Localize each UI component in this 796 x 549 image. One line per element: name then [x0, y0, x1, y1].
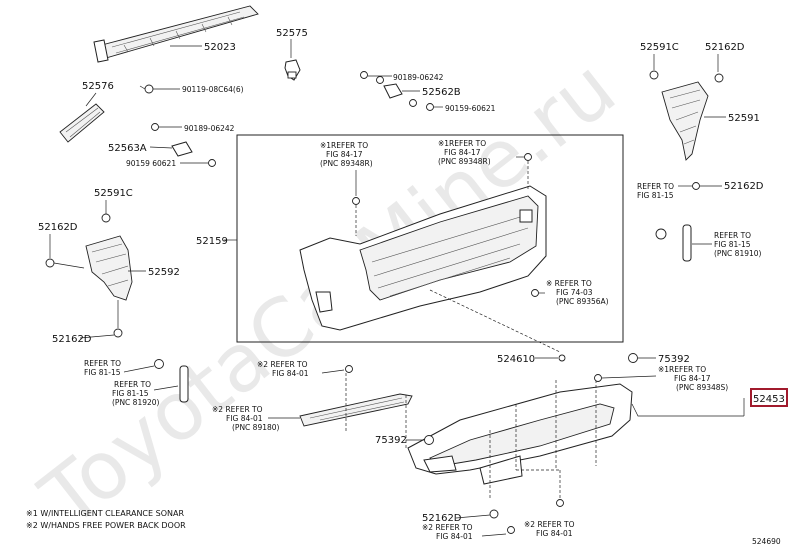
refer-note-fig81-15-b-line1[interactable]: REFER TO — [714, 231, 751, 240]
refer-note-fig84-01-c-line1[interactable]: ※2 REFER TO — [422, 523, 473, 532]
refer-note-fig81-15-c-line1[interactable]: REFER TO — [84, 359, 121, 368]
reflector-right — [655, 224, 692, 262]
refer-note-fig74-03-line2[interactable]: FIG 74-03 — [556, 288, 593, 297]
refer-note-fig84-01-b-line1[interactable]: ※2 REFER TO — [212, 405, 263, 414]
refer-note-fig81-15-c-line2[interactable]: FIG 81-15 — [84, 368, 121, 377]
refer-note-fig84-17-a-line1[interactable]: ※1REFER TO — [320, 141, 368, 150]
part-label-52162D-e[interactable]: 52162D — [422, 513, 462, 524]
refer-note-fig84-17-b-line2[interactable]: FIG 84-17 — [444, 148, 481, 157]
part-label-52592[interactable]: 52592 — [148, 267, 180, 278]
fastener-group-top — [360, 71, 434, 111]
refer-note-fig84-01-d-line1[interactable]: ※2 REFER TO — [524, 520, 575, 529]
refer-note-fig74-03-line3[interactable]: (PNC 89356A) — [556, 297, 609, 306]
part-label-52591C-b[interactable]: 52591C — [94, 188, 133, 199]
part-sensor-bar — [299, 393, 413, 427]
part-52563A-clip — [151, 123, 216, 167]
part-label-90159-60621-b[interactable]: 90159 60621 — [126, 159, 176, 168]
refer-note-fig84-01-d-line2[interactable]: FIG 84-01 — [536, 529, 573, 538]
part-label-52591C-a[interactable]: 52591C — [640, 42, 679, 53]
reflector-left — [179, 365, 189, 403]
bumper-cover-detail-box — [236, 134, 624, 343]
part-label-52575[interactable]: 52575 — [276, 28, 308, 39]
refer-note-fig81-15-d-line1[interactable]: REFER TO — [114, 380, 151, 389]
part-label-52563A[interactable]: 52563A — [108, 143, 147, 154]
part-label-90119-08C64[interactable]: 90119-08C64(6) — [182, 85, 244, 94]
footnote-2: ※2 W/HANDS FREE POWER BACK DOOR — [26, 521, 186, 530]
refer-note-fig81-15-d-line2[interactable]: FIG 81-15 — [112, 389, 149, 398]
refer-note-fig81-15-b-line2[interactable]: FIG 81-15 — [714, 240, 751, 249]
part-label-52576[interactable]: 52576 — [82, 81, 114, 92]
part-label-52162D-c[interactable]: 52162D — [38, 222, 78, 233]
part-label-52162D-d[interactable]: 52162D — [52, 334, 92, 345]
part-label-75392-a[interactable]: 75392 — [658, 354, 690, 365]
refer-note-fig84-01-b-line3[interactable]: (PNC 89180) — [232, 423, 280, 432]
refer-note-fig81-15-a-line2[interactable]: FIG 81-15 — [637, 191, 674, 200]
refer-note-fig84-01-a-line2[interactable]: FIG 84-01 — [272, 369, 309, 378]
refer-note-fig81-15-a[interactable]: REFER TO — [637, 182, 674, 191]
part-label-90189-06242-b[interactable]: 90189-06242 — [184, 124, 235, 133]
part-label-90159-60621-a[interactable]: 90159-60621 — [445, 104, 496, 113]
part-52576-bracket — [59, 103, 105, 143]
part-label-52453[interactable]: 52453 — [753, 394, 785, 405]
refer-note-fig84-01-c-line2[interactable]: FIG 84-01 — [436, 532, 473, 541]
refer-note-fig84-17-c-line3[interactable]: (PNC 89348S) — [676, 383, 728, 392]
part-label-52162D-b[interactable]: 52162D — [724, 181, 764, 192]
part-label-90189-06242-a[interactable]: 90189-06242 — [393, 73, 444, 82]
refer-note-fig84-01-b-line2[interactable]: FIG 84-01 — [226, 414, 263, 423]
part-52592-bracket — [85, 235, 133, 301]
figure-id: 524690 — [752, 537, 781, 546]
part-52575-clip — [284, 59, 301, 81]
refer-note-fig84-17-a-line3[interactable]: (PNC 89348R) — [320, 159, 373, 168]
refer-note-fig84-17-c-line2[interactable]: FIG 84-17 — [674, 374, 711, 383]
refer-note-fig81-15-b-line3[interactable]: (PNC 81910) — [714, 249, 762, 258]
refer-note-fig84-01-a-line1[interactable]: ※2 REFER TO — [257, 360, 308, 369]
part-52023-rail — [93, 5, 259, 63]
part-label-52162D-a[interactable]: 52162D — [705, 42, 745, 53]
part-label-75392-b[interactable]: 75392 — [375, 435, 407, 446]
part-label-52562B[interactable]: 52562B — [422, 87, 461, 98]
refer-note-fig84-17-b-line3[interactable]: (PNC 89348R) — [438, 157, 491, 166]
part-52591-bracket — [661, 81, 709, 161]
refer-note-fig74-03-line1[interactable]: ※ REFER TO — [546, 279, 592, 288]
part-label-52023[interactable]: 52023 — [204, 42, 236, 53]
part-label-52159[interactable]: 52159 — [196, 236, 228, 247]
part-label-524610[interactable]: 524610 — [497, 354, 535, 365]
part-52159-bumper-cover — [299, 153, 547, 331]
part-52453-lower-bumper — [407, 383, 633, 485]
highlight-box-52453[interactable] — [750, 388, 788, 407]
refer-note-fig81-15-d-line3[interactable]: (PNC 81920) — [112, 398, 160, 407]
refer-note-fig84-17-c-line1[interactable]: ※1REFER TO — [658, 365, 706, 374]
part-label-52591[interactable]: 52591 — [728, 113, 760, 124]
footnote-1: ※1 W/INTELLIGENT CLEARANCE SONAR — [26, 509, 184, 518]
refer-note-fig84-17-a-line2[interactable]: FIG 84-17 — [326, 150, 363, 159]
fastener-90119 — [139, 84, 154, 94]
refer-note-fig84-17-b-line1[interactable]: ※1REFER TO — [438, 139, 486, 148]
